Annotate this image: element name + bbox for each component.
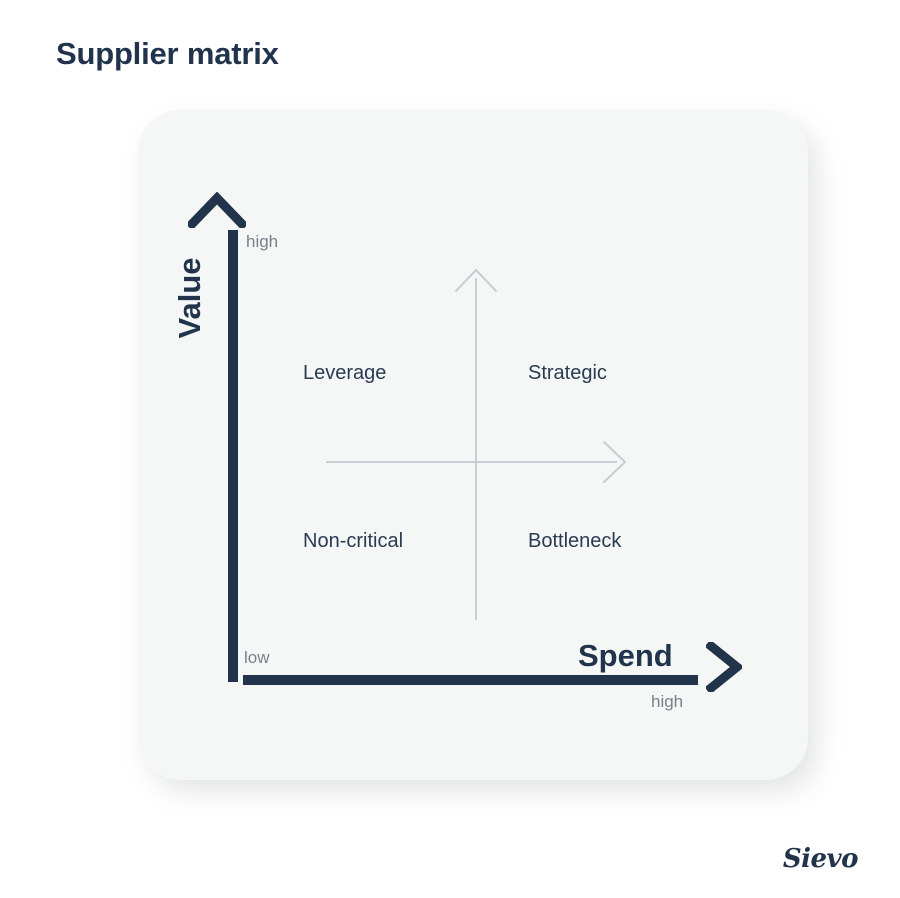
spend-axis-title: Spend <box>578 638 673 673</box>
value-axis-title: Value <box>172 257 207 339</box>
arrow-up-icon <box>188 192 246 228</box>
spend-axis-high-label: high <box>651 692 684 711</box>
quadrant-label-non-critical: Non-critical <box>303 530 404 552</box>
quadrant-label-strategic: Strategic <box>528 362 607 384</box>
supplier-matrix-card: Leverage Strategic Non-critical Bottlene… <box>138 110 808 780</box>
value-axis-high-label: high <box>246 232 279 251</box>
quadrant-label-leverage: Leverage <box>303 362 387 384</box>
value-axis-low-label: low <box>244 648 270 667</box>
spend-axis-bar <box>243 675 698 685</box>
page-title: Supplier matrix <box>56 36 279 71</box>
sievo-logo: Sievo <box>782 844 859 874</box>
value-axis-bar <box>228 230 238 682</box>
quadrant-label-bottleneck: Bottleneck <box>528 530 622 552</box>
arrow-right-icon <box>706 642 742 692</box>
